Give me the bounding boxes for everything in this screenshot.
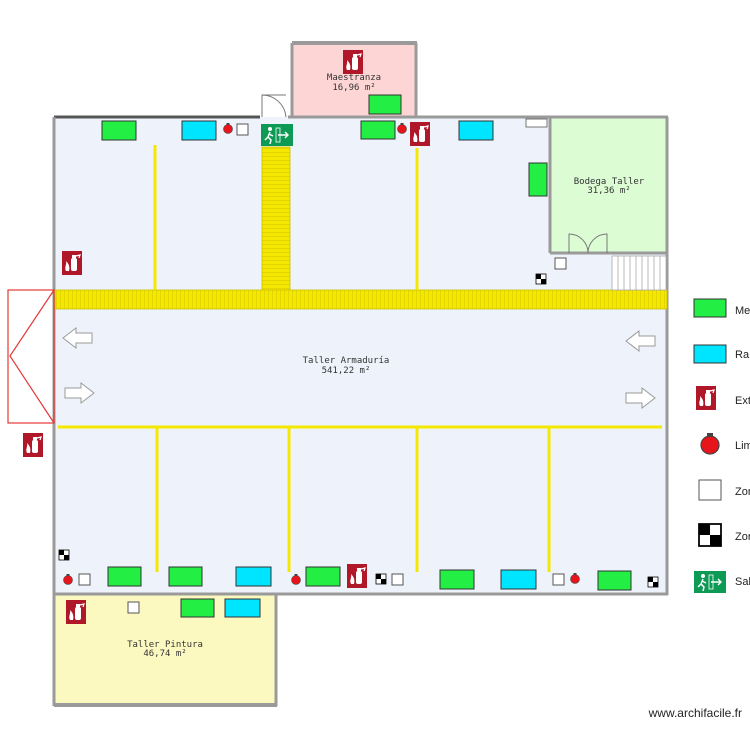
legend: Me Ra Ext Lim Zon Zon Sal — [693, 298, 750, 594]
fire-extinguisher-icon — [22, 432, 44, 458]
checker-square-icon — [647, 576, 659, 588]
safety-lines — [58, 145, 662, 572]
legend-label: Sal — [735, 576, 750, 588]
checker-square-icon — [535, 273, 547, 285]
legend-label: Ra — [735, 349, 750, 361]
bench — [107, 566, 142, 587]
stair-corridor — [261, 146, 291, 292]
fire-extinguisher-icon — [61, 250, 83, 276]
white-square-icon — [127, 601, 140, 614]
rack — [458, 120, 494, 141]
legend-label: Zon — [735, 531, 750, 543]
white-square-icon — [554, 257, 567, 270]
legend-label: Zon — [735, 486, 750, 498]
green-rectangle-icon — [693, 298, 727, 318]
checker-square-icon — [697, 522, 723, 548]
fire-extinguisher-icon — [65, 599, 87, 625]
fire-extinguisher-icon — [346, 563, 368, 589]
room-name-pintura: Taller Pintura — [127, 640, 203, 650]
arrow-left-icon — [62, 326, 93, 350]
checker-square-icon — [58, 549, 70, 561]
checker-square-icon — [375, 573, 387, 585]
direction-arrows — [62, 326, 656, 410]
cyan-rectangle-icon — [693, 344, 727, 364]
rack — [181, 120, 217, 141]
rack — [235, 566, 272, 587]
fire-extinguisher-icon — [342, 49, 364, 75]
legend-label: Ext — [735, 395, 750, 407]
white-square-icon — [236, 123, 249, 136]
bench — [528, 162, 548, 197]
red-circle-icon — [700, 432, 720, 455]
white-square-icon — [391, 573, 404, 586]
legend-label: Lim — [735, 440, 750, 452]
bench — [305, 566, 341, 587]
window-marker — [525, 118, 548, 128]
exit-sign-icon — [693, 570, 727, 594]
bench — [360, 120, 396, 140]
rack — [224, 598, 261, 618]
room-area-armaduria: 541,22 m² — [322, 366, 371, 376]
white-square-icon — [78, 573, 91, 586]
room-area-bodega: 31,36 m² — [587, 186, 630, 196]
legend-label: Me — [735, 305, 750, 317]
main-corridor — [54, 289, 668, 310]
room-area-maestranza: 16,96 m² — [332, 83, 375, 93]
room-area-pintura: 46,74 m² — [143, 649, 186, 659]
bench — [368, 94, 402, 115]
watermark: www.archifacile.fr — [648, 706, 742, 720]
white-square-icon — [552, 573, 565, 586]
bench — [168, 566, 203, 587]
room-name-bodega: Bodega Taller — [574, 177, 645, 187]
room-name-maestranza: Maestranza — [327, 73, 381, 83]
fire-extinguisher-icon — [695, 385, 717, 411]
entrance-gate — [7, 289, 55, 424]
bench — [101, 120, 137, 141]
stairs — [611, 255, 667, 291]
bench — [597, 570, 632, 591]
white-square-icon — [698, 479, 722, 501]
benches — [101, 94, 632, 618]
bench — [439, 569, 475, 590]
room-bodega-floor — [551, 117, 667, 253]
bench — [180, 598, 215, 618]
racks — [181, 120, 537, 618]
arrow-left-icon — [625, 329, 656, 353]
door-bodega — [568, 233, 608, 254]
arrow-right-icon — [64, 381, 95, 405]
room-name-armaduria: Taller Armaduría — [303, 356, 390, 366]
rack — [500, 569, 537, 590]
door-maestranza — [261, 94, 287, 118]
fire-extinguisher-icon — [409, 121, 431, 147]
arrow-right-icon — [625, 386, 656, 410]
exit-sign-icon — [260, 123, 294, 147]
white-zones — [78, 123, 567, 614]
